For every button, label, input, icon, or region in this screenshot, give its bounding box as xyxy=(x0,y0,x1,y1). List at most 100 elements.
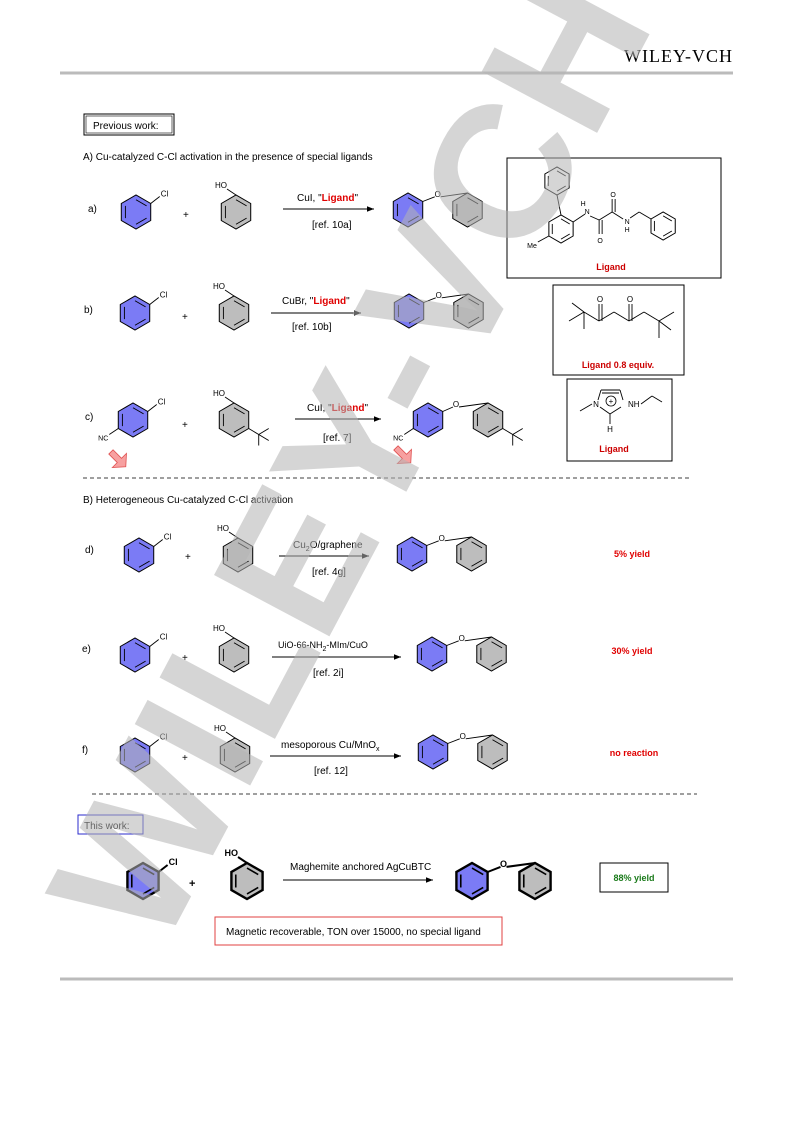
phenol-e: HO xyxy=(213,624,250,673)
note-box xyxy=(214,916,503,946)
reaction-letter-c: c) xyxy=(85,412,93,423)
ref-d: [ref. 4g] xyxy=(312,567,346,578)
svg-text:Cl: Cl xyxy=(160,633,168,642)
svg-text:O: O xyxy=(597,238,603,245)
svg-text:HO: HO xyxy=(213,389,225,398)
svg-text:O: O xyxy=(460,732,466,741)
diphenyl-ether-tw: O xyxy=(455,859,552,901)
previous-work-label: Previous work: xyxy=(93,121,159,132)
svg-text:+: + xyxy=(609,397,614,406)
svg-text:HO: HO xyxy=(225,848,239,858)
reaction-f: f) Cl + HO mesoporous Cu/MnOx [ref. 12] … xyxy=(82,724,658,777)
reaction-letter-b: b) xyxy=(84,305,93,316)
reagent-b: CuBr, "Ligand" xyxy=(282,296,350,307)
this-work-box xyxy=(77,814,144,835)
svg-text:Cl: Cl xyxy=(161,190,169,199)
svg-text:O: O xyxy=(436,291,442,300)
note-text: Magnetic recoverable, TON over 15000, no… xyxy=(226,927,481,938)
reaction-letter-f: f) xyxy=(82,745,88,756)
svg-text:H: H xyxy=(625,227,630,234)
ref-f: [ref. 12] xyxy=(314,766,348,777)
svg-text:Cl: Cl xyxy=(164,533,172,542)
svg-text:O: O xyxy=(435,190,441,199)
diphenyl-ether-b: O xyxy=(393,291,484,329)
svg-text:HO: HO xyxy=(213,282,225,291)
plus-d: + xyxy=(185,552,191,563)
this-work-label: This work: xyxy=(84,821,130,832)
svg-text:HO: HO xyxy=(214,724,226,733)
reagent-d: Cu2O/graphene xyxy=(293,540,363,553)
result-e: 30% yield xyxy=(611,646,652,656)
chlorobenzene-a: Cl xyxy=(120,190,169,230)
svg-text:HO: HO xyxy=(217,524,229,533)
section-a-title: A) Cu-catalyzed C-Cl activation in the p… xyxy=(83,152,373,163)
ligand-label-b: Ligand 0.8 equiv. xyxy=(582,360,654,370)
result-f: no reaction xyxy=(610,748,659,758)
svg-text:NC: NC xyxy=(393,436,403,443)
diphenyl-ether-a: O xyxy=(392,190,483,228)
reagent-c: CuI, "Ligand" xyxy=(307,403,368,414)
reaction-d: d) Cl + HO Cu2O/graphene [ref. 4g] O 5% … xyxy=(85,524,650,578)
svg-text:N: N xyxy=(585,209,590,216)
chlorobenzene-b: Cl xyxy=(119,291,168,331)
previous-work-box xyxy=(83,113,175,136)
reaction-a: a) Cl + HO CuI, "Ligand" [ref. 10a] O xyxy=(88,181,483,231)
svg-text:O: O xyxy=(459,634,465,643)
ligand-label-c: Ligand xyxy=(599,444,629,454)
chlorobenzene-tw: Cl xyxy=(126,857,178,901)
ref-c: [ref. 7] xyxy=(323,433,352,444)
svg-text:Cl: Cl xyxy=(160,291,168,300)
red-pointer-arrow-c2 xyxy=(393,445,412,464)
chlorobenzene-e: Cl xyxy=(119,633,168,673)
svg-text:Cl: Cl xyxy=(169,857,178,867)
svg-text:NC: NC xyxy=(98,436,108,443)
plus-b: + xyxy=(182,312,188,323)
plus-f: + xyxy=(182,753,188,764)
chlorobenzene-f: Cl xyxy=(119,733,168,773)
svg-text:H: H xyxy=(581,201,586,208)
phenol-f: HO xyxy=(214,724,251,773)
reaction-letter-e: e) xyxy=(82,644,91,655)
phenol-a: HO xyxy=(215,181,252,230)
product-c: NC O xyxy=(393,400,523,446)
diphenyl-ether-d: O xyxy=(396,534,487,572)
svg-text:NH: NH xyxy=(628,400,640,409)
ref-a: [ref. 10a] xyxy=(312,220,352,231)
svg-text:O: O xyxy=(597,295,603,304)
svg-text:Cl: Cl xyxy=(158,398,166,407)
diphenyl-ether-e: O xyxy=(416,634,507,672)
plus-tw: + xyxy=(189,878,195,890)
plus-c: + xyxy=(182,420,188,431)
reagent-f: mesoporous Cu/MnOx xyxy=(281,740,380,753)
result-d: 5% yield xyxy=(614,549,650,559)
chlorobenzene-d: Cl xyxy=(123,533,172,573)
result-box-tw xyxy=(599,862,669,893)
reaction-letter-a: a) xyxy=(88,204,97,215)
watermark: WILEY-VCH xyxy=(9,0,692,974)
red-pointer-arrow-c1 xyxy=(108,449,127,468)
publisher-logo: WILEY-VCH xyxy=(624,46,733,66)
svg-text:O: O xyxy=(610,192,616,199)
svg-text:N: N xyxy=(625,219,630,226)
phenol-b: HO xyxy=(213,282,250,331)
result-tw: 88% yield xyxy=(613,873,654,883)
reagent-tw: Maghemite anchored AgCuBTC xyxy=(290,862,431,873)
reaction-letter-d: d) xyxy=(85,545,94,556)
svg-text:HO: HO xyxy=(215,181,227,190)
svg-text:Me: Me xyxy=(527,243,537,250)
svg-text:O: O xyxy=(453,400,459,409)
tert-butylphenol-c: HO xyxy=(213,389,269,446)
reagent-e: UiO-66-NH2-MIm/CuO xyxy=(278,640,368,653)
plus-e: + xyxy=(182,653,188,664)
svg-text:Cl: Cl xyxy=(160,733,168,742)
ref-e: [ref. 2i] xyxy=(313,668,344,679)
reagent-a: CuI, "Ligand" xyxy=(297,193,358,204)
svg-text:O: O xyxy=(500,859,507,869)
ligand-label-a: Ligand xyxy=(596,262,626,272)
